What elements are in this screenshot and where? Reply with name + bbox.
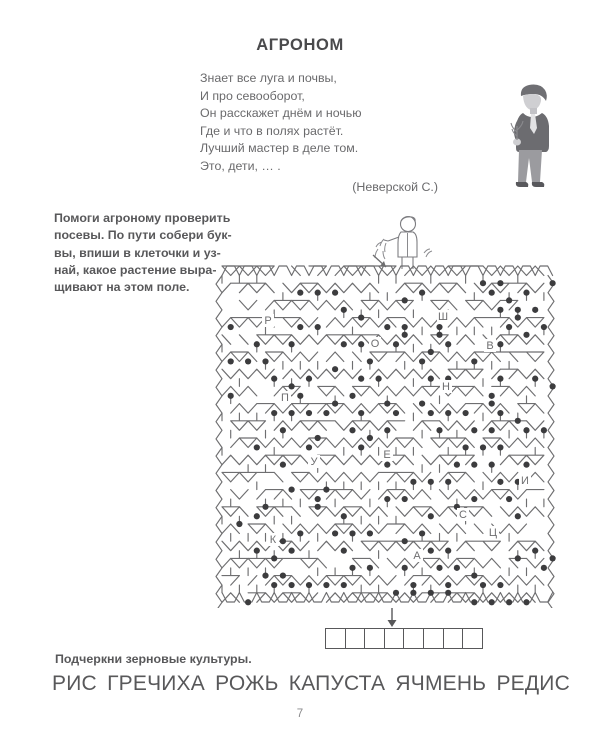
maze-letter: Н (442, 381, 450, 393)
poem-author: (Неверской С.) (352, 179, 438, 194)
maze-letter: Ш (438, 311, 448, 323)
poem-line: Это, дети, … . (200, 158, 281, 173)
instruction-line: посевы. По пути собери бук- (54, 228, 232, 243)
bottom-task-text: Подчеркни зерновые культуры. (55, 652, 252, 666)
page-number: 7 (296, 708, 304, 720)
maze-letter: В (486, 340, 493, 352)
answer-box[interactable] (344, 628, 366, 649)
maze-letter: И (521, 475, 529, 487)
maze-letter: А (413, 550, 421, 562)
maze-letter: К (270, 534, 277, 546)
poem-line: Где и что в полях растёт. (200, 123, 344, 138)
instruction-text: Помоги агроному проверить посевы. По пут… (54, 210, 272, 296)
maze-letter: Е (383, 449, 390, 461)
maze-puzzle[interactable]: Р Ш О В П Н У Е И С Ц К А (212, 258, 558, 608)
answer-box[interactable] (422, 628, 444, 649)
poem-line: Знает все луга и почвы, (200, 71, 337, 85)
maze-letter: Ц (489, 527, 497, 539)
word-list-item[interactable]: РИС (52, 672, 97, 695)
maze-letter: У (311, 456, 319, 468)
poem-line: Лучший мастер в деле том. (200, 141, 359, 156)
instruction-line: вы, впиши в клеточки и уз- (54, 245, 221, 260)
maze-letter: С (459, 509, 467, 521)
word-list[interactable]: РИС ГРЕЧИХА РОЖЬ КАПУСТА ЯЧМЕНЬ РЕДИС (52, 672, 570, 696)
page-title: АГРОНОМ (256, 36, 344, 54)
farmer-at-maze-entrance-illustration (368, 213, 440, 275)
poem-block: Знает все луга и почвы, И про севооборот… (200, 70, 440, 196)
maze-letter: О (371, 338, 380, 350)
instruction-line: Помоги агроному проверить (54, 211, 231, 225)
word-list-item[interactable]: РОЖЬ (215, 672, 279, 695)
answer-box[interactable] (462, 628, 483, 649)
poem-line: И про севооборот, (200, 88, 305, 103)
word-list-item[interactable]: ГРЕЧИХА (107, 672, 205, 695)
answer-boxes[interactable] (325, 628, 483, 649)
word-list-item[interactable]: КАПУСТА (288, 672, 386, 695)
instruction-line: най, какое растение выра- (54, 262, 217, 277)
maze-letter: Р (264, 315, 271, 327)
answer-box[interactable] (442, 628, 464, 649)
agronomist-illustration (504, 82, 562, 194)
word-list-item[interactable]: РЕДИС (496, 672, 570, 695)
answer-box[interactable] (403, 628, 424, 649)
maze-graphic[interactable]: Р Ш О В П Н У Е И С Ц К А (212, 258, 558, 608)
instruction-line: щивают на этом поле. (54, 280, 190, 295)
answer-box[interactable] (383, 628, 405, 649)
poem-line: Он расскажет днём и ночью (200, 106, 362, 121)
answer-box[interactable] (325, 628, 346, 649)
answer-box[interactable] (364, 628, 385, 649)
word-list-item[interactable]: ЯЧМЕНЬ (395, 672, 487, 695)
maze-exit-arrow (386, 608, 398, 628)
maze-letter: П (281, 392, 289, 404)
